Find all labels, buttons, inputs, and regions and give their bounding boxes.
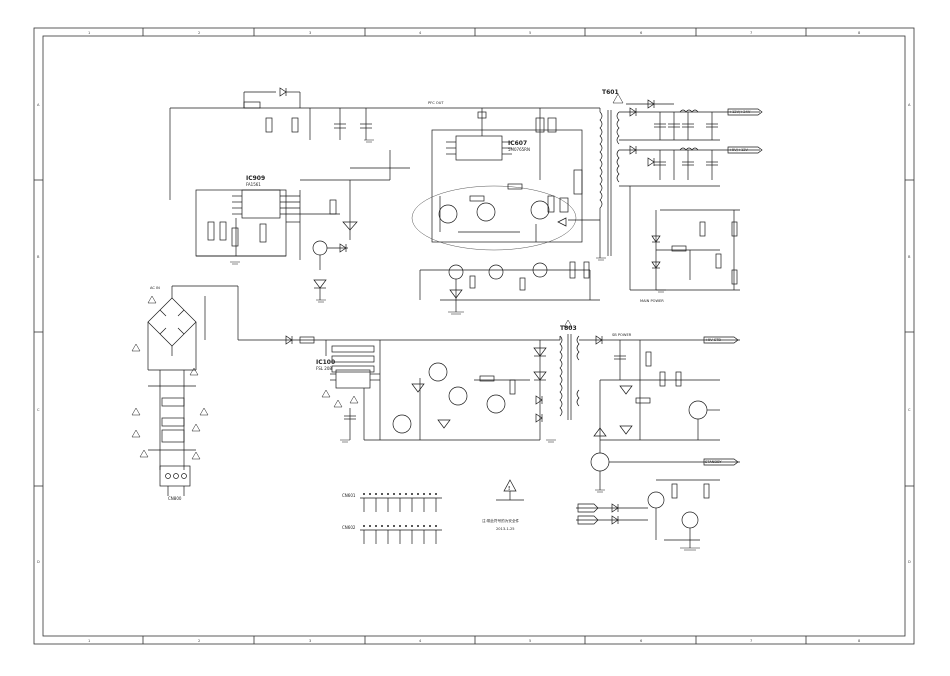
ic607-ref: IC607 — [508, 140, 527, 147]
frame-col-bot-7: 7 — [750, 639, 752, 643]
frame-col-bot-6: 6 — [640, 639, 643, 643]
frame-row-left-b: B — [37, 255, 40, 259]
frame-col-top-6: 6 — [640, 31, 643, 35]
frame-col-bot-1: 1 — [88, 639, 90, 643]
control-transistor-region — [576, 479, 720, 548]
sb-power-label: SB POWER — [612, 333, 632, 337]
t803-region: T803 +5V STB STANDBY SB POWER — [533, 319, 740, 490]
safety-note: ! 注:带此符号的为安全件 2013-1-25 — [482, 479, 524, 531]
ic909-ref: IC909 — [246, 175, 265, 182]
cn601-label: CN601 — [342, 493, 356, 498]
frame-col-top-7: 7 — [750, 31, 752, 35]
frame-col-bot-8: 8 — [858, 639, 861, 643]
frame-col-top-1: 1 — [88, 31, 90, 35]
output-label-3: +5V STB — [705, 338, 721, 342]
frame-col-bot-4: 4 — [419, 639, 422, 643]
frame-row-right-c: C — [908, 408, 911, 412]
frame-row-left-d: D — [37, 560, 40, 564]
frame-col-top-4: 4 — [419, 31, 422, 35]
frame-row-right-b: B — [908, 255, 911, 259]
ac-in-label: AC IN — [150, 286, 160, 290]
frame-row-right-d: D — [908, 560, 911, 564]
t803-ref: T803 — [560, 325, 577, 332]
main-power-label: MAIN POWER — [640, 299, 664, 303]
ic909-part: FA1561 — [246, 182, 261, 187]
t601-region: T601 +12V/+24V +5V/+12V MAIN POWER — [599, 89, 763, 303]
ic909-region: IC909 FA1561 PFC OUT — [169, 87, 600, 300]
output-label-1: +12V/+24V — [729, 110, 751, 114]
frame-col-top-3: 3 — [309, 31, 311, 35]
note-line-2: 2013-1-25 — [496, 527, 515, 531]
connector-region: CN601 CN602 — [342, 493, 442, 544]
frame-col-top-2: 2 — [198, 31, 200, 35]
cn602-label: CN602 — [342, 525, 356, 530]
ic607-region: IC607 5M0765RN — [411, 108, 600, 251]
cn800-label: CN800 — [168, 496, 182, 501]
frame-row-left-c: C — [37, 408, 40, 412]
frame-row-left-a: A — [37, 103, 40, 107]
ic100-part: FSL 208 — [316, 366, 332, 371]
frame-col-top-5: 5 — [529, 31, 531, 35]
output-label-4: STANDBY — [705, 460, 722, 464]
ic100-ref: IC100 — [316, 359, 335, 366]
frame-col-bot-5: 5 — [529, 639, 531, 643]
output-label-2: +5V/+12V — [729, 148, 749, 152]
ground-symbols — [230, 139, 700, 551]
note-line-1: 注:带此符号的为安全件 — [482, 518, 520, 523]
frame-col-bot-2: 2 — [198, 639, 200, 643]
frame-row-right-a: A — [908, 103, 911, 107]
drawing-frame: 1 2 3 4 5 6 7 8 1 2 3 4 5 6 7 8 A B C D … — [33, 27, 915, 645]
frame-col-top-8: 8 — [858, 31, 861, 35]
ic607-part: 5M0765RN — [508, 147, 530, 152]
pfc-out-label: PFC OUT — [428, 101, 444, 105]
ac-input-section: AC IN CN800 — [131, 285, 239, 501]
frame-col-bot-3: 3 — [309, 639, 311, 643]
svg-text:!: ! — [508, 486, 510, 492]
t601-ref: T601 — [602, 89, 619, 96]
middle-transistor-row — [419, 261, 600, 312]
ic100-region: IC100 FSL 208 — [238, 335, 560, 441]
